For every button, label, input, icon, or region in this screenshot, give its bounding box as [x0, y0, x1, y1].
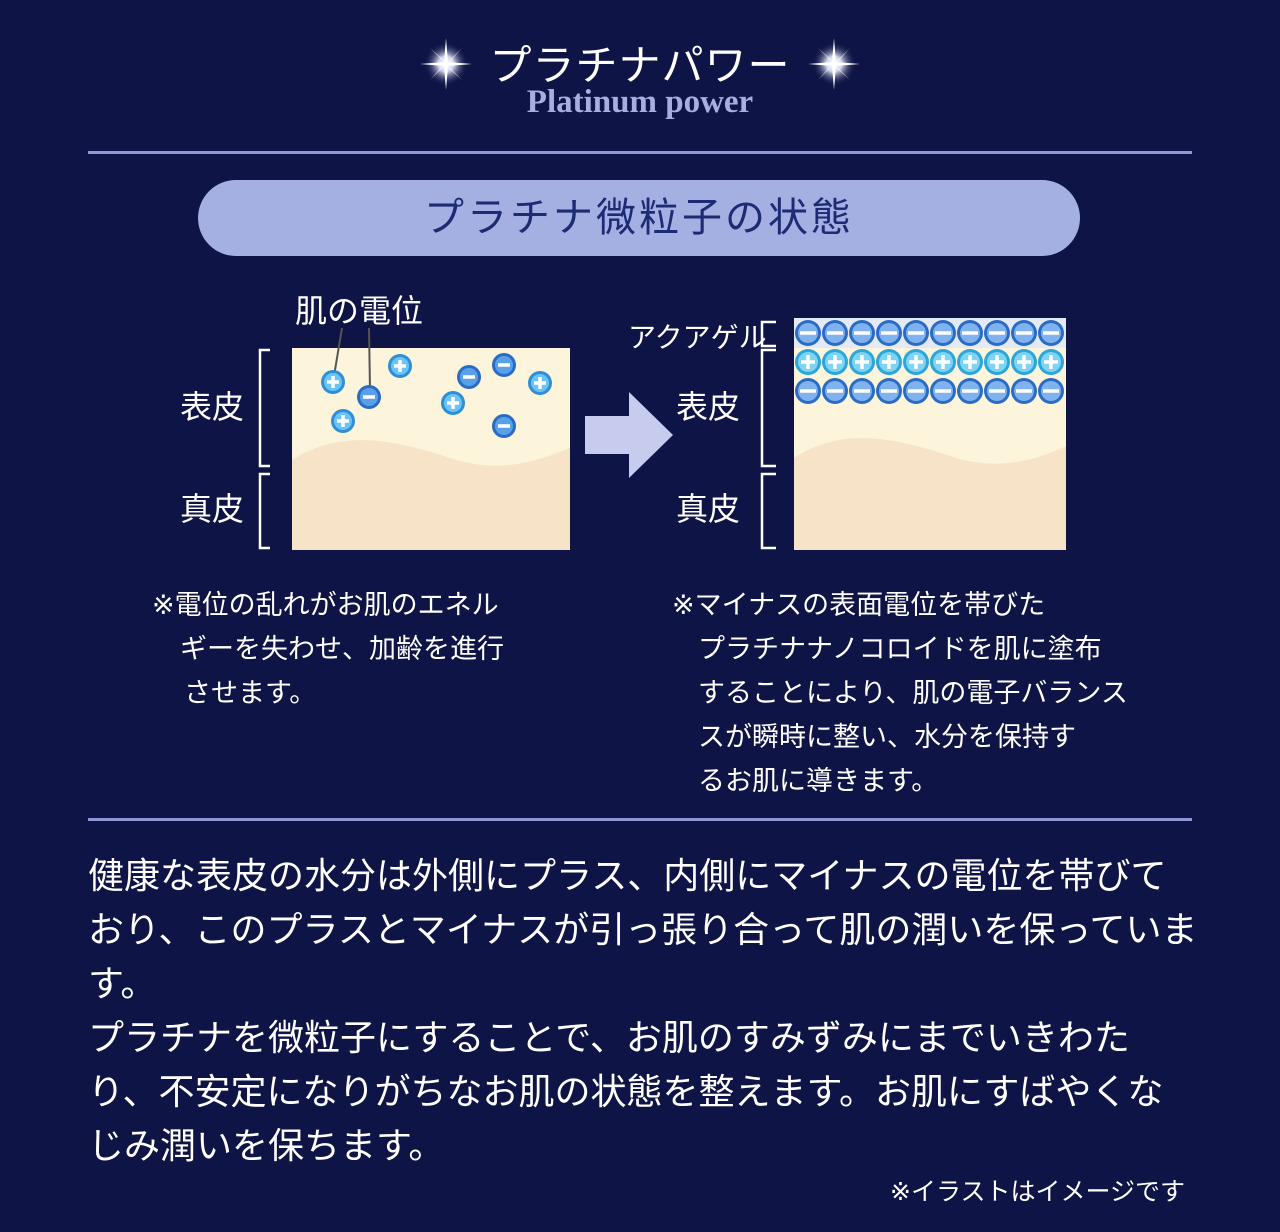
minus-particle-icon	[957, 320, 983, 346]
plus-particle-icon	[930, 349, 956, 375]
minus-particle-icon	[849, 378, 875, 404]
dermis-bracket	[258, 472, 270, 550]
dermis-label: 真皮	[180, 490, 245, 528]
skin-diagram-before	[258, 327, 570, 550]
minus-particle-icon	[357, 385, 381, 409]
epidermis-label: 表皮	[180, 388, 245, 426]
minus-particle-icon	[876, 378, 902, 404]
minus-particle-icon	[1038, 320, 1064, 346]
minus-particle-icon	[492, 414, 516, 438]
sparkle-icon	[808, 38, 860, 90]
plus-particle-icon	[822, 349, 848, 375]
plus-particle-icon	[957, 349, 983, 375]
minus-particle-icon	[1038, 378, 1064, 404]
epidermis-bracket	[760, 348, 776, 468]
minus-particle-icon	[930, 378, 956, 404]
note-left: ※電位の乱れがお肌のエネル ギーを失わせ、加齢を進行 させます。	[152, 590, 504, 709]
minus-particle-icon	[957, 378, 983, 404]
minus-particle-icon	[876, 320, 902, 346]
minus-particle-icon	[795, 320, 821, 346]
plus-particle-icon	[795, 349, 821, 375]
dermis-layer	[794, 438, 1066, 550]
plus-particle-icon	[984, 349, 1010, 375]
minus-particle-icon	[492, 353, 516, 377]
description: 健康な表皮の水分は外側にプラス、内側にマイナスの電位を帯びており、このプラスとマ…	[88, 850, 1198, 1174]
dermis-bracket	[760, 472, 776, 550]
gel-bracket	[760, 320, 776, 348]
gel-label: アクアゲル	[628, 321, 767, 354]
minus-particle-icon	[930, 320, 956, 346]
particle-layers	[795, 320, 1064, 404]
plus-particle-icon	[321, 370, 345, 394]
epidermis-bracket	[258, 348, 270, 468]
description-paragraph: プラチナを微粒子にすることで、お肌のすみずみにまでいきわたり、不安定になりがちな…	[88, 1018, 1164, 1167]
minus-particle-icon	[822, 320, 848, 346]
description-paragraph: 健康な表皮の水分は外側にプラス、内側にマイナスの電位を帯びており、このプラスとマ…	[88, 856, 1198, 1005]
divider	[88, 818, 1192, 821]
minus-particle-icon	[822, 378, 848, 404]
note-right: ※マイナスの表面電位を帯びた プラチナナノコロイドを肌に塗布 することにより、肌…	[672, 590, 1128, 797]
divider	[88, 151, 1192, 154]
minus-particle-icon	[1011, 320, 1037, 346]
plus-particle-icon	[331, 409, 355, 433]
page-subtitle: Platinum power	[526, 84, 754, 120]
minus-particle-icon	[849, 320, 875, 346]
dermis-layer	[292, 440, 570, 550]
plus-particle-icon	[1011, 349, 1037, 375]
minus-particle-icon	[984, 320, 1010, 346]
callout-label: 肌の電位	[295, 292, 424, 330]
plus-particle-icon	[849, 349, 875, 375]
sparkle-icon	[420, 38, 472, 90]
plus-particle-icon	[441, 391, 465, 415]
arrow-right-icon	[585, 392, 673, 478]
minus-particle-icon	[457, 365, 481, 389]
epidermis-label: 表皮	[676, 388, 741, 426]
minus-particle-icon	[903, 320, 929, 346]
plus-particle-icon	[1038, 349, 1064, 375]
minus-particle-icon	[1011, 378, 1037, 404]
skin-diagram-after	[760, 318, 1066, 550]
plus-particle-icon	[388, 354, 412, 378]
minus-particle-icon	[903, 378, 929, 404]
footnote: ※イラストはイメージです	[890, 1177, 1185, 1206]
dermis-label: 真皮	[676, 490, 741, 528]
plus-particle-icon	[528, 371, 552, 395]
minus-particle-icon	[795, 378, 821, 404]
plus-particle-icon	[903, 349, 929, 375]
section-title: プラチナ微粒子の状態	[198, 180, 1080, 256]
page-title: プラチナパワー	[489, 41, 791, 90]
plus-particle-icon	[876, 349, 902, 375]
minus-particle-icon	[984, 378, 1010, 404]
